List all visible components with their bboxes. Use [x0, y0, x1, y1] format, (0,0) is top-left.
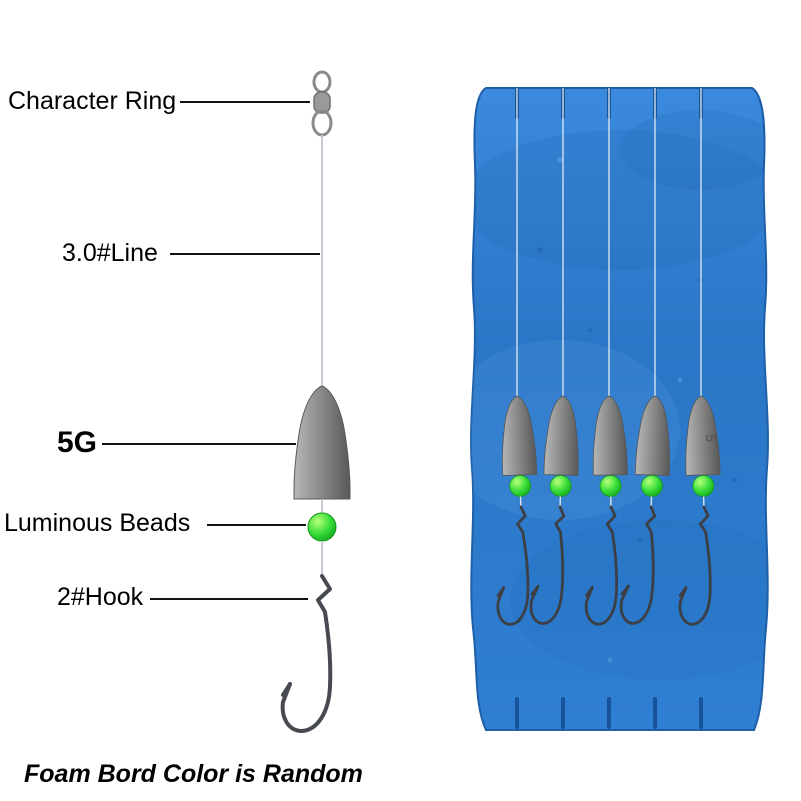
sinker-marking: 5	[702, 434, 719, 442]
board-slits	[515, 87, 703, 729]
callout-leader-sinker-weight	[102, 443, 296, 445]
luminous-bead	[307, 512, 337, 542]
callout-character-ring: Character Ring	[8, 87, 177, 115]
foam-board-photo: 5	[470, 87, 769, 731]
rig-diagram	[280, 70, 351, 733]
swivel	[311, 70, 333, 137]
board-lines	[516, 88, 702, 398]
foam-board	[470, 87, 769, 731]
callout-hook: 2#Hook	[57, 583, 144, 611]
callout-luminous-beads: Luminous Beads	[4, 509, 191, 537]
callout-line: 3.0#Line	[62, 239, 158, 267]
callout-leader-character-ring	[180, 101, 310, 103]
callout-leader-luminous-beads	[207, 524, 306, 526]
callout-leader-line	[170, 253, 320, 255]
footer-note: Foam Bord Color is Random	[24, 760, 363, 788]
callout-sinker-weight: 5G	[57, 426, 98, 459]
callout-leader-hook	[150, 598, 308, 600]
sinker	[293, 385, 351, 500]
hook	[280, 574, 333, 733]
